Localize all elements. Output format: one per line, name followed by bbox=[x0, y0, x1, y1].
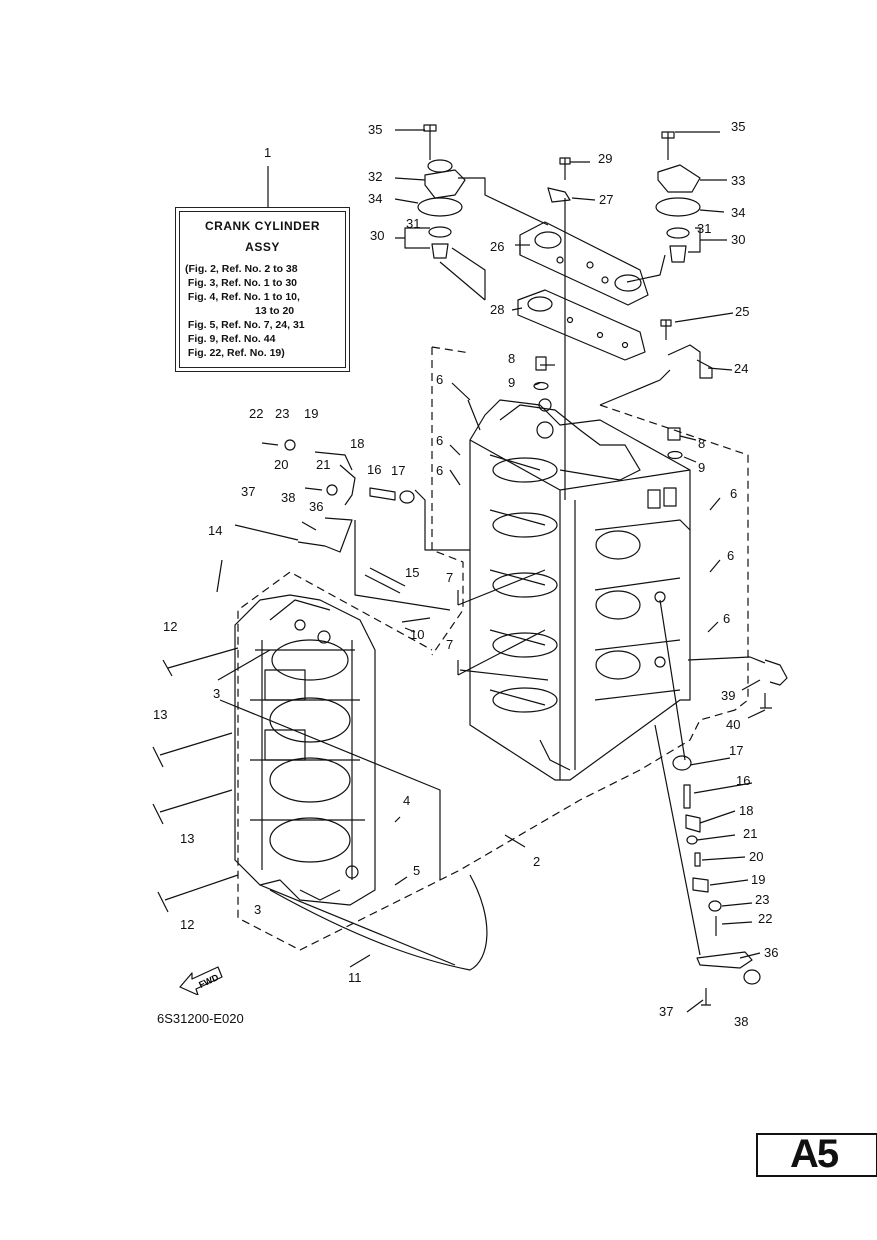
callout-8: 8 bbox=[508, 351, 516, 366]
callout-40: 40 bbox=[726, 717, 741, 732]
crankcase-body bbox=[234, 594, 376, 906]
assy-ref-line: Fig. 4, Ref. No. 1 to 10, bbox=[185, 291, 300, 303]
callout-12: 12 bbox=[163, 619, 178, 634]
cooling-pipe bbox=[269, 874, 488, 971]
callout-12: 12 bbox=[180, 917, 195, 932]
callout-38: 38 bbox=[734, 1014, 749, 1029]
callout-30: 30 bbox=[370, 228, 385, 243]
assy-note-inner-frame bbox=[179, 211, 346, 368]
callout-7: 7 bbox=[446, 570, 454, 585]
gasket-34-right bbox=[655, 197, 701, 217]
callout-31: 31 bbox=[406, 216, 421, 231]
exhaust-gasket bbox=[517, 289, 646, 361]
callout-6: 6 bbox=[727, 548, 735, 563]
thermostat-cover-left-top bbox=[427, 159, 453, 173]
thermostat-cover-right bbox=[657, 164, 701, 193]
callout-21: 21 bbox=[743, 826, 758, 841]
callout-19: 19 bbox=[751, 872, 766, 887]
callout-7: 7 bbox=[446, 637, 454, 652]
callout-13: 13 bbox=[180, 831, 195, 846]
callout-34: 34 bbox=[368, 191, 383, 206]
callout-6: 6 bbox=[730, 486, 738, 501]
callout-5: 5 bbox=[413, 863, 421, 878]
callout-14: 14 bbox=[208, 523, 223, 538]
crankcase-outline bbox=[237, 346, 749, 951]
callout-39: 39 bbox=[721, 688, 736, 703]
assy-subtitle: ASSY bbox=[245, 240, 280, 254]
callout-30: 30 bbox=[731, 232, 746, 247]
page-id: A5 bbox=[790, 1132, 839, 1176]
assy-ref-line: (Fig. 2, Ref. No. 2 to 38 bbox=[185, 263, 298, 275]
callout-9: 9 bbox=[508, 375, 516, 390]
callout-3: 3 bbox=[254, 902, 262, 917]
callout-34: 34 bbox=[731, 205, 746, 220]
callout-10: 10 bbox=[410, 627, 425, 642]
callout-28: 28 bbox=[490, 302, 505, 317]
callout-16: 16 bbox=[367, 462, 382, 477]
callout-29: 29 bbox=[598, 151, 613, 166]
callout-1: 1 bbox=[264, 145, 272, 160]
callout-31: 31 bbox=[697, 221, 712, 236]
callout-8: 8 bbox=[698, 436, 706, 451]
diagram-code: 6S31200-E020 bbox=[157, 1011, 244, 1026]
callout-13: 13 bbox=[153, 707, 168, 722]
callout-17: 17 bbox=[729, 743, 744, 758]
callout-6: 6 bbox=[436, 372, 444, 387]
callout-32: 32 bbox=[368, 169, 383, 184]
callout-35: 35 bbox=[731, 119, 746, 134]
callout-6: 6 bbox=[436, 433, 444, 448]
callout-35: 35 bbox=[368, 122, 383, 137]
callout-2: 2 bbox=[533, 854, 541, 869]
callout-9: 9 bbox=[698, 460, 706, 475]
callout-25: 25 bbox=[735, 304, 750, 319]
callout-27: 27 bbox=[599, 192, 614, 207]
callout-18: 18 bbox=[350, 436, 365, 451]
callout-17: 17 bbox=[391, 463, 406, 478]
assy-title: CRANK CYLINDER bbox=[205, 219, 320, 233]
page-id-box: A5 bbox=[756, 1132, 877, 1177]
callout-22: 22 bbox=[758, 911, 773, 926]
callout-36: 36 bbox=[309, 499, 324, 514]
callout-21: 21 bbox=[316, 457, 331, 472]
exhaust-cover bbox=[519, 221, 649, 306]
callout-26: 26 bbox=[490, 239, 505, 254]
assy-ref-line: Fig. 5, Ref. No. 7, 24, 31 bbox=[185, 319, 305, 331]
fwd-arrow-icon: FWD bbox=[179, 966, 223, 995]
callout-37: 37 bbox=[241, 484, 256, 499]
callout-6: 6 bbox=[723, 611, 731, 626]
callout-11: 11 bbox=[348, 970, 362, 985]
callout-20: 20 bbox=[274, 457, 289, 472]
assy-ref-line: Fig. 22, Ref. No. 19) bbox=[185, 347, 285, 359]
assy-note-box: CRANK CYLINDER ASSY (Fig. 2, Ref. No. 2 … bbox=[175, 207, 350, 372]
callout-20: 20 bbox=[749, 849, 764, 864]
gasket-34-left bbox=[417, 197, 463, 217]
callout-23: 23 bbox=[755, 892, 770, 907]
callout-15: 15 bbox=[405, 565, 420, 580]
callout-6: 6 bbox=[436, 463, 444, 478]
callout-33: 33 bbox=[731, 173, 746, 188]
thermostat-cover-left bbox=[424, 169, 466, 199]
cylinder-block bbox=[469, 398, 691, 781]
callout-18: 18 bbox=[739, 803, 754, 818]
callout-38: 38 bbox=[281, 490, 296, 505]
water-hose bbox=[364, 567, 406, 594]
callout-19: 19 bbox=[304, 406, 319, 421]
assy-ref-line: Fig. 3, Ref. No. 1 to 30 bbox=[185, 277, 298, 289]
callout-3: 3 bbox=[213, 686, 221, 701]
callout-16: 16 bbox=[736, 773, 751, 788]
callout-36: 36 bbox=[764, 945, 779, 960]
callout-22: 22 bbox=[249, 406, 264, 421]
callout-24: 24 bbox=[734, 361, 749, 376]
callout-37: 37 bbox=[659, 1004, 674, 1019]
callout-23: 23 bbox=[275, 406, 290, 421]
assy-ref-line: 13 to 20 bbox=[185, 305, 295, 317]
callout-4: 4 bbox=[403, 793, 411, 808]
assy-ref-line: Fig. 9, Ref. No. 44 bbox=[185, 333, 276, 345]
